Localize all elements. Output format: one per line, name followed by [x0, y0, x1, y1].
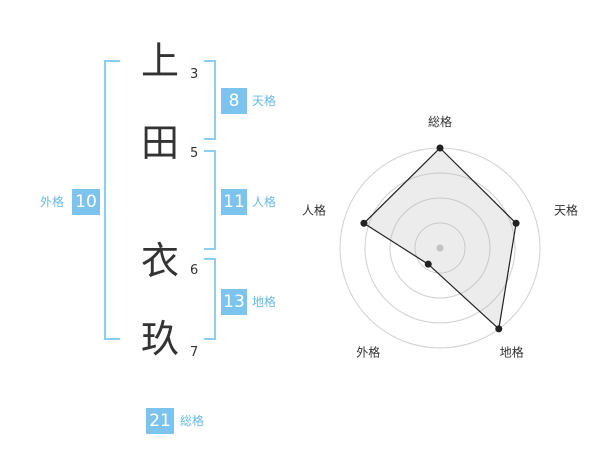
jinkaku-bracket [204, 150, 216, 250]
radar-center-dot [436, 244, 444, 252]
radar-point-5 [360, 219, 368, 227]
name-char-3: 衣 [140, 239, 179, 283]
name-char-4: 玖 [140, 317, 179, 361]
radar-axis-label-3: 地格 [500, 345, 524, 360]
chikaku-label: 地格 [252, 295, 277, 309]
radar-axis-label-1: 総格 [428, 114, 452, 129]
stroke-count-1: 3 [190, 67, 199, 82]
name-char-1: 上 [140, 39, 179, 83]
radar-point-4 [424, 260, 432, 268]
jinkaku-label: 人格 [252, 195, 277, 209]
tenkaku-label: 天格 [252, 94, 277, 108]
radar-ring [389, 197, 491, 299]
radar-point-2 [512, 219, 520, 227]
stroke-count-4: 7 [190, 345, 199, 360]
radar-ring [414, 222, 466, 274]
chikaku-value: 13 [221, 289, 247, 315]
tenkaku-bracket [204, 60, 216, 140]
name-char-2: 田 [140, 121, 179, 165]
radar-axis-label-2: 天格 [554, 202, 578, 217]
soukaku-label: 総格 [180, 414, 205, 428]
radar-polygon [362, 147, 517, 331]
stroke-count-2: 5 [190, 146, 199, 161]
tenkaku-value: 8 [221, 88, 247, 114]
chikaku-bracket [204, 258, 216, 340]
radar-axis-label-5: 人格 [302, 202, 326, 217]
radar-axis-label-4: 外格 [356, 345, 380, 360]
radar-point-3 [495, 325, 503, 333]
soukaku-value: 21 [146, 408, 174, 434]
gaikaku-label: 外格 [40, 195, 65, 209]
jinkaku-value: 11 [221, 189, 247, 215]
radar-ring [364, 172, 516, 324]
stroke-count-3: 6 [190, 263, 199, 278]
gaikaku-value: 10 [72, 189, 100, 215]
radar-point-1 [436, 144, 444, 152]
gaikaku-bracket [104, 60, 120, 340]
